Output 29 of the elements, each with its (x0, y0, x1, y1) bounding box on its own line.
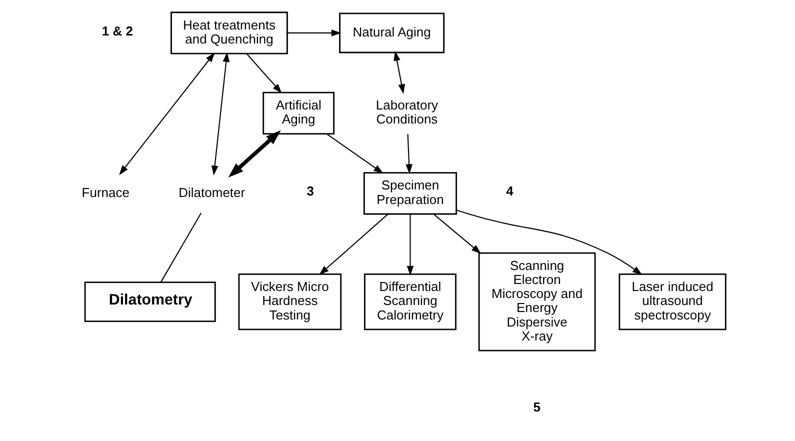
connector (160, 212, 202, 282)
arrow (406, 134, 412, 174)
node-box: Artificial Aging (262, 92, 335, 134)
arrow (119, 52, 215, 176)
arrow (326, 134, 384, 174)
node-box: Scanning Electron Microscopy and Energy Dispersive X-ray (478, 252, 596, 352)
node-text: Dilatometer (178, 184, 246, 200)
node-box: Differential Scanning Calorimetry (364, 273, 456, 330)
arrow (287, 30, 342, 36)
arrow (319, 214, 388, 275)
label: 3 (306, 184, 314, 199)
node-box: Natural Aging (339, 12, 445, 54)
label: 5 (533, 399, 540, 414)
node-box: Vickers Micro Hardness Testing (238, 273, 342, 330)
label: 1 & 2 (102, 23, 133, 38)
arrow (211, 52, 230, 176)
arrow (394, 50, 405, 94)
arrow (228, 130, 281, 178)
node-box: Heat treatments and Quenching (170, 12, 288, 54)
arrow (406, 214, 414, 276)
arrow (456, 210, 642, 275)
arrow (246, 53, 282, 94)
node-text: Laboratory Conditions (376, 98, 438, 127)
arrow (433, 214, 482, 254)
node-box: Dilatometry (84, 282, 216, 322)
node-text: Furnace (82, 184, 130, 200)
node-box: Laser induced ultrasound spectroscopy (618, 273, 726, 330)
node-box: Specimen Preparation (363, 172, 457, 215)
label: 4 (506, 184, 514, 199)
